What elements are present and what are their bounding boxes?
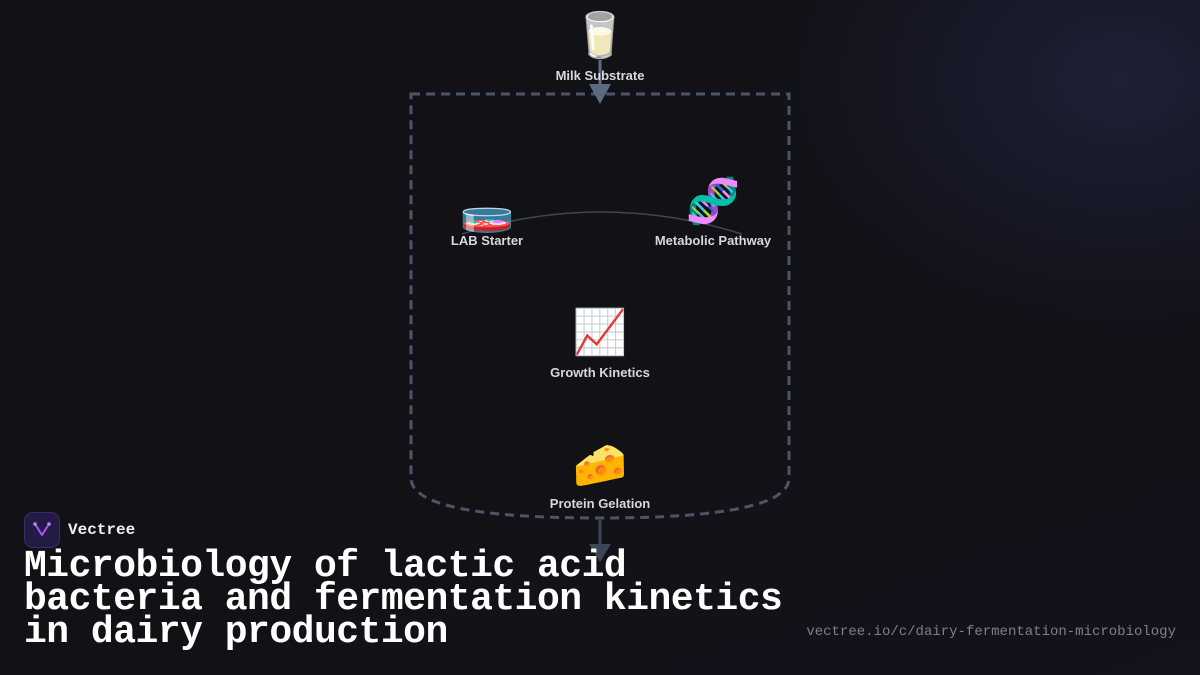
milk-glass-icon: 🥛 (572, 10, 628, 61)
cheese-icon: 🧀 (572, 440, 628, 491)
node-label-metabolic-pathway: Metabolic Pathway (654, 233, 772, 248)
node-label-growth-kinetics: Growth Kinetics (550, 365, 650, 380)
chart-increasing-icon: 📈 (572, 307, 628, 358)
node-label-milk-substrate: Milk Substrate (555, 68, 645, 83)
page-title: Microbiology of lactic acid bacteria and… (24, 545, 783, 654)
logo-mark (33, 522, 51, 536)
brand: Vectree (24, 512, 135, 548)
lab-pathway-connector (461, 211, 743, 235)
node-label-protein-gelation: Protein Gelation (549, 496, 651, 511)
outlet-arrow-head (589, 544, 611, 562)
fermentation-vessel (409, 92, 791, 520)
dna-icon: 🧬 (685, 176, 741, 227)
vectree-logo-icon (24, 512, 60, 548)
node-label-lab-starter: LAB Starter (450, 233, 524, 248)
brand-name: Vectree (68, 521, 136, 539)
course-url[interactable]: vectree.io/c/dairy-fermentation-microbio… (806, 624, 1176, 640)
inlet-arrow-head (589, 84, 611, 104)
petri-dish-icon: 🧫 (459, 184, 515, 235)
